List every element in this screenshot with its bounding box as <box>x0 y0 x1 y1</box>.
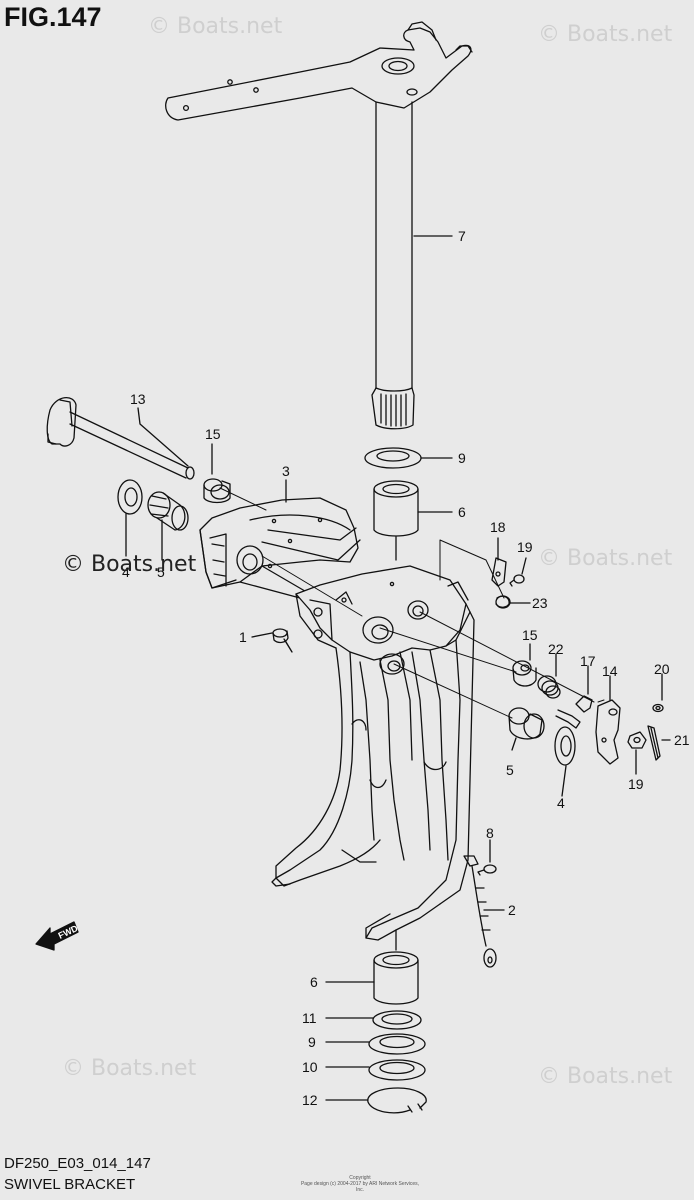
spring-part <box>495 595 511 609</box>
callout-9-upper: 9 <box>458 450 466 466</box>
watermark-top-right: © Boats.net <box>538 22 673 47</box>
watermark-bottom-left: © Boats.net <box>62 1056 197 1081</box>
callout-20: 20 <box>654 661 670 677</box>
thrust-washer-upper-part <box>364 447 422 469</box>
callout-14: 14 <box>602 663 618 679</box>
copyright-line-2: Page design (c) 2004-2017 by ARI Network… <box>300 1181 420 1193</box>
tilt-lever-part <box>595 699 621 765</box>
figure-title: FIG.147 <box>4 2 102 32</box>
thrust-washer-lower-part <box>368 1033 426 1055</box>
figure-subtitle: SWIVEL BRACKET <box>4 1176 136 1193</box>
callout-4-right: 4 <box>557 795 565 811</box>
bush-right-part <box>512 660 537 687</box>
watermark-bottom-right: © Boats.net <box>538 1064 673 1089</box>
callout-15-right: 15 <box>522 627 538 643</box>
callout-18: 19 <box>517 539 533 555</box>
washer-lower-part <box>368 1059 426 1081</box>
watermark-mid-right: © Boats.net <box>538 546 673 571</box>
cotter-pin-part <box>647 725 661 761</box>
callout-6-upper: 6 <box>458 504 466 520</box>
callout-9-lower: 9 <box>308 1034 316 1050</box>
callout-19: 19 <box>628 776 644 792</box>
callout-10: 10 <box>302 1059 318 1075</box>
callout-22: 22 <box>548 641 564 657</box>
callout-13: 13 <box>130 391 146 407</box>
callout-1: 1 <box>239 629 247 645</box>
washer-small-part <box>652 703 664 713</box>
callout-15-left: 15 <box>205 426 221 442</box>
swivel-bracket-frame <box>267 563 475 941</box>
callout-23: 23 <box>532 595 548 611</box>
circlip-part <box>367 1087 427 1114</box>
torsion-spring-part <box>537 675 561 699</box>
model-code: DF250_E03_014_147 <box>4 1155 151 1172</box>
seal-lower-part <box>372 1010 422 1030</box>
fwd-arrow-icon <box>35 921 79 951</box>
bushing-right-part <box>508 707 545 740</box>
copyright-line-1: Copyright <box>349 1175 371 1181</box>
callout-7: 7 <box>458 228 466 244</box>
callout-5-left: 5 <box>157 564 165 580</box>
watermark-mid-left: © Boats.net <box>62 552 197 577</box>
callout-11: 11 <box>302 1010 317 1026</box>
swivel-bushing-upper-part <box>373 480 419 561</box>
callout-3: 3 <box>282 463 290 479</box>
callout-4-left: 4 <box>122 564 130 580</box>
callout-6-lower: 6 <box>310 974 318 990</box>
nut-part <box>627 731 647 749</box>
callout-21: 21 <box>674 732 690 748</box>
watermark-top-left: © Boats.net <box>148 14 283 39</box>
bushing-left-part <box>147 491 189 531</box>
callout-17: 18 <box>490 519 506 535</box>
fwd-label: FWD <box>57 923 80 941</box>
tilt-rod-part <box>46 397 195 480</box>
callout-numbers: 7 9 6 13 15 3 4 5 1 18 19 23 15 22 17 14… <box>122 228 690 1108</box>
callout-16: 17 <box>580 653 596 669</box>
plate-part <box>491 557 507 587</box>
screw-part <box>477 864 497 876</box>
screw-small-part <box>509 574 525 587</box>
steering-arm-shaft-part <box>165 21 473 430</box>
washer-left-part <box>117 479 143 515</box>
callout-5-right: 5 <box>506 762 514 778</box>
callout-8: 8 <box>486 825 494 841</box>
swivel-bushing-lower-part <box>373 929 419 1005</box>
washer-right-part <box>554 726 576 766</box>
callout-12: 12 <box>302 1092 318 1108</box>
pin-part <box>555 695 593 729</box>
callout-2: 2 <box>508 902 516 918</box>
copyright-notice: Copyright Page design (c) 2004-2017 by A… <box>300 1175 420 1193</box>
grease-nipple-part <box>272 628 293 653</box>
ground-wire-part <box>463 855 497 968</box>
